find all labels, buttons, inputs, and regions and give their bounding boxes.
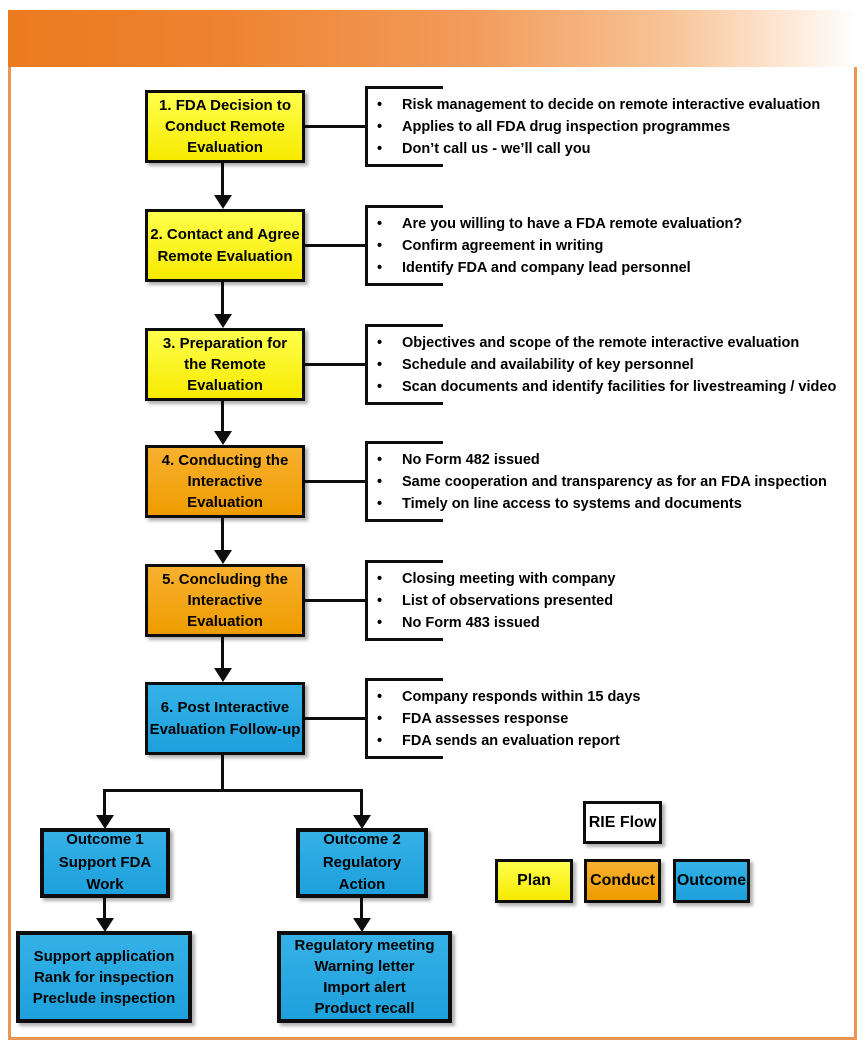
bullet-item: FDA assesses response: [368, 708, 856, 730]
flow-arrow: [214, 668, 232, 682]
flow-line: [221, 401, 224, 432]
legend-title-box: RIE Flow: [583, 801, 662, 844]
bullet-bracket: [365, 86, 443, 167]
step-box-6: 6. Post Interactive Evaluation Follow-up: [145, 682, 305, 755]
flow-arrow: [214, 550, 232, 564]
bullet-bracket: [365, 324, 443, 405]
bullet-item: Confirm agreement in writing: [368, 235, 856, 257]
step-3-bullets: Objectives and scope of the remote inter…: [368, 324, 856, 405]
outcome-1-results-box: Support application Rank for inspection …: [16, 931, 192, 1023]
step-2-bullets: Are you willing to have a FDA remote eva…: [368, 205, 856, 286]
bullet-item: List of observations presented: [368, 590, 856, 612]
flow-line: [221, 282, 224, 315]
bullet-item: Same cooperation and transparency as for…: [368, 471, 856, 493]
flow-arrow: [214, 195, 232, 209]
flow-line: [360, 898, 363, 919]
connector-line: [305, 599, 365, 602]
bullet-item: Timely on line access to systems and doc…: [368, 493, 856, 515]
bullet-bracket: [365, 205, 443, 286]
branch-cross-line: [103, 789, 363, 792]
bullet-item: Company responds within 15 days: [368, 686, 856, 708]
bullet-item: Objectives and scope of the remote inter…: [368, 332, 856, 354]
branch-left-line: [103, 789, 106, 816]
connector-line: [305, 480, 365, 483]
flow-line: [103, 898, 106, 919]
flow-line: [221, 637, 224, 669]
flow-line: [221, 518, 224, 551]
branch-right-line: [360, 789, 363, 816]
flow-arrow: [353, 918, 371, 932]
diagram-frame: [8, 67, 857, 1040]
header-gradient-bar: [8, 10, 857, 67]
outcome-1-box: Outcome 1 Support FDA Work: [40, 828, 170, 898]
bullet-item: Are you willing to have a FDA remote eva…: [368, 213, 856, 235]
flow-arrow: [214, 431, 232, 445]
bullet-item: Scan documents and identify facilities f…: [368, 376, 856, 398]
branch-stem-line: [221, 755, 224, 791]
flow-arrow: [353, 815, 371, 829]
step-5-bullets: Closing meeting with company List of obs…: [368, 560, 856, 641]
bullet-item: Identify FDA and company lead personnel: [368, 257, 856, 279]
step-1-bullets: Risk management to decide on remote inte…: [368, 86, 856, 167]
step-box-1: 1. FDA Decision to Conduct Remote Evalua…: [145, 90, 305, 163]
connector-line: [305, 244, 365, 247]
step-4-bullets: No Form 482 issued Same cooperation and …: [368, 441, 856, 522]
connector-line: [305, 125, 365, 128]
outcome-2-box: Outcome 2 Regulatory Action: [296, 828, 428, 898]
bullet-bracket: [365, 441, 443, 522]
step-box-3: 3. Preparation for the Remote Evaluation: [145, 328, 305, 401]
flow-arrow: [96, 918, 114, 932]
legend-conduct-box: Conduct: [584, 859, 661, 903]
bullet-item: No Form 483 issued: [368, 612, 856, 634]
bullet-item: FDA sends an evaluation report: [368, 730, 856, 752]
connector-line: [305, 717, 365, 720]
legend-outcome-box: Outcome: [673, 859, 750, 903]
bullet-bracket: [365, 560, 443, 641]
flow-arrow: [96, 815, 114, 829]
flow-line: [221, 163, 224, 196]
connector-line: [305, 363, 365, 366]
bullet-item: Schedule and availability of key personn…: [368, 354, 856, 376]
bullet-item: Applies to all FDA drug inspection progr…: [368, 116, 856, 138]
bullet-item: Risk management to decide on remote inte…: [368, 94, 856, 116]
bullet-item: Don’t call us - we’ll call you: [368, 138, 856, 160]
bullet-item: Closing meeting with company: [368, 568, 856, 590]
step-box-5: 5. Concluding the Interactive Evaluation: [145, 564, 305, 637]
step-box-4: 4. Conducting the Interactive Evaluation: [145, 445, 305, 518]
step-box-2: 2. Contact and Agree Remote Evaluation: [145, 209, 305, 282]
bullet-bracket: [365, 678, 443, 759]
flow-arrow: [214, 314, 232, 328]
outcome-2-results-box: Regulatory meeting Warning letter Import…: [277, 931, 452, 1023]
bullet-item: No Form 482 issued: [368, 449, 856, 471]
step-6-bullets: Company responds within 15 days FDA asse…: [368, 678, 856, 759]
legend-plan-box: Plan: [495, 859, 573, 903]
